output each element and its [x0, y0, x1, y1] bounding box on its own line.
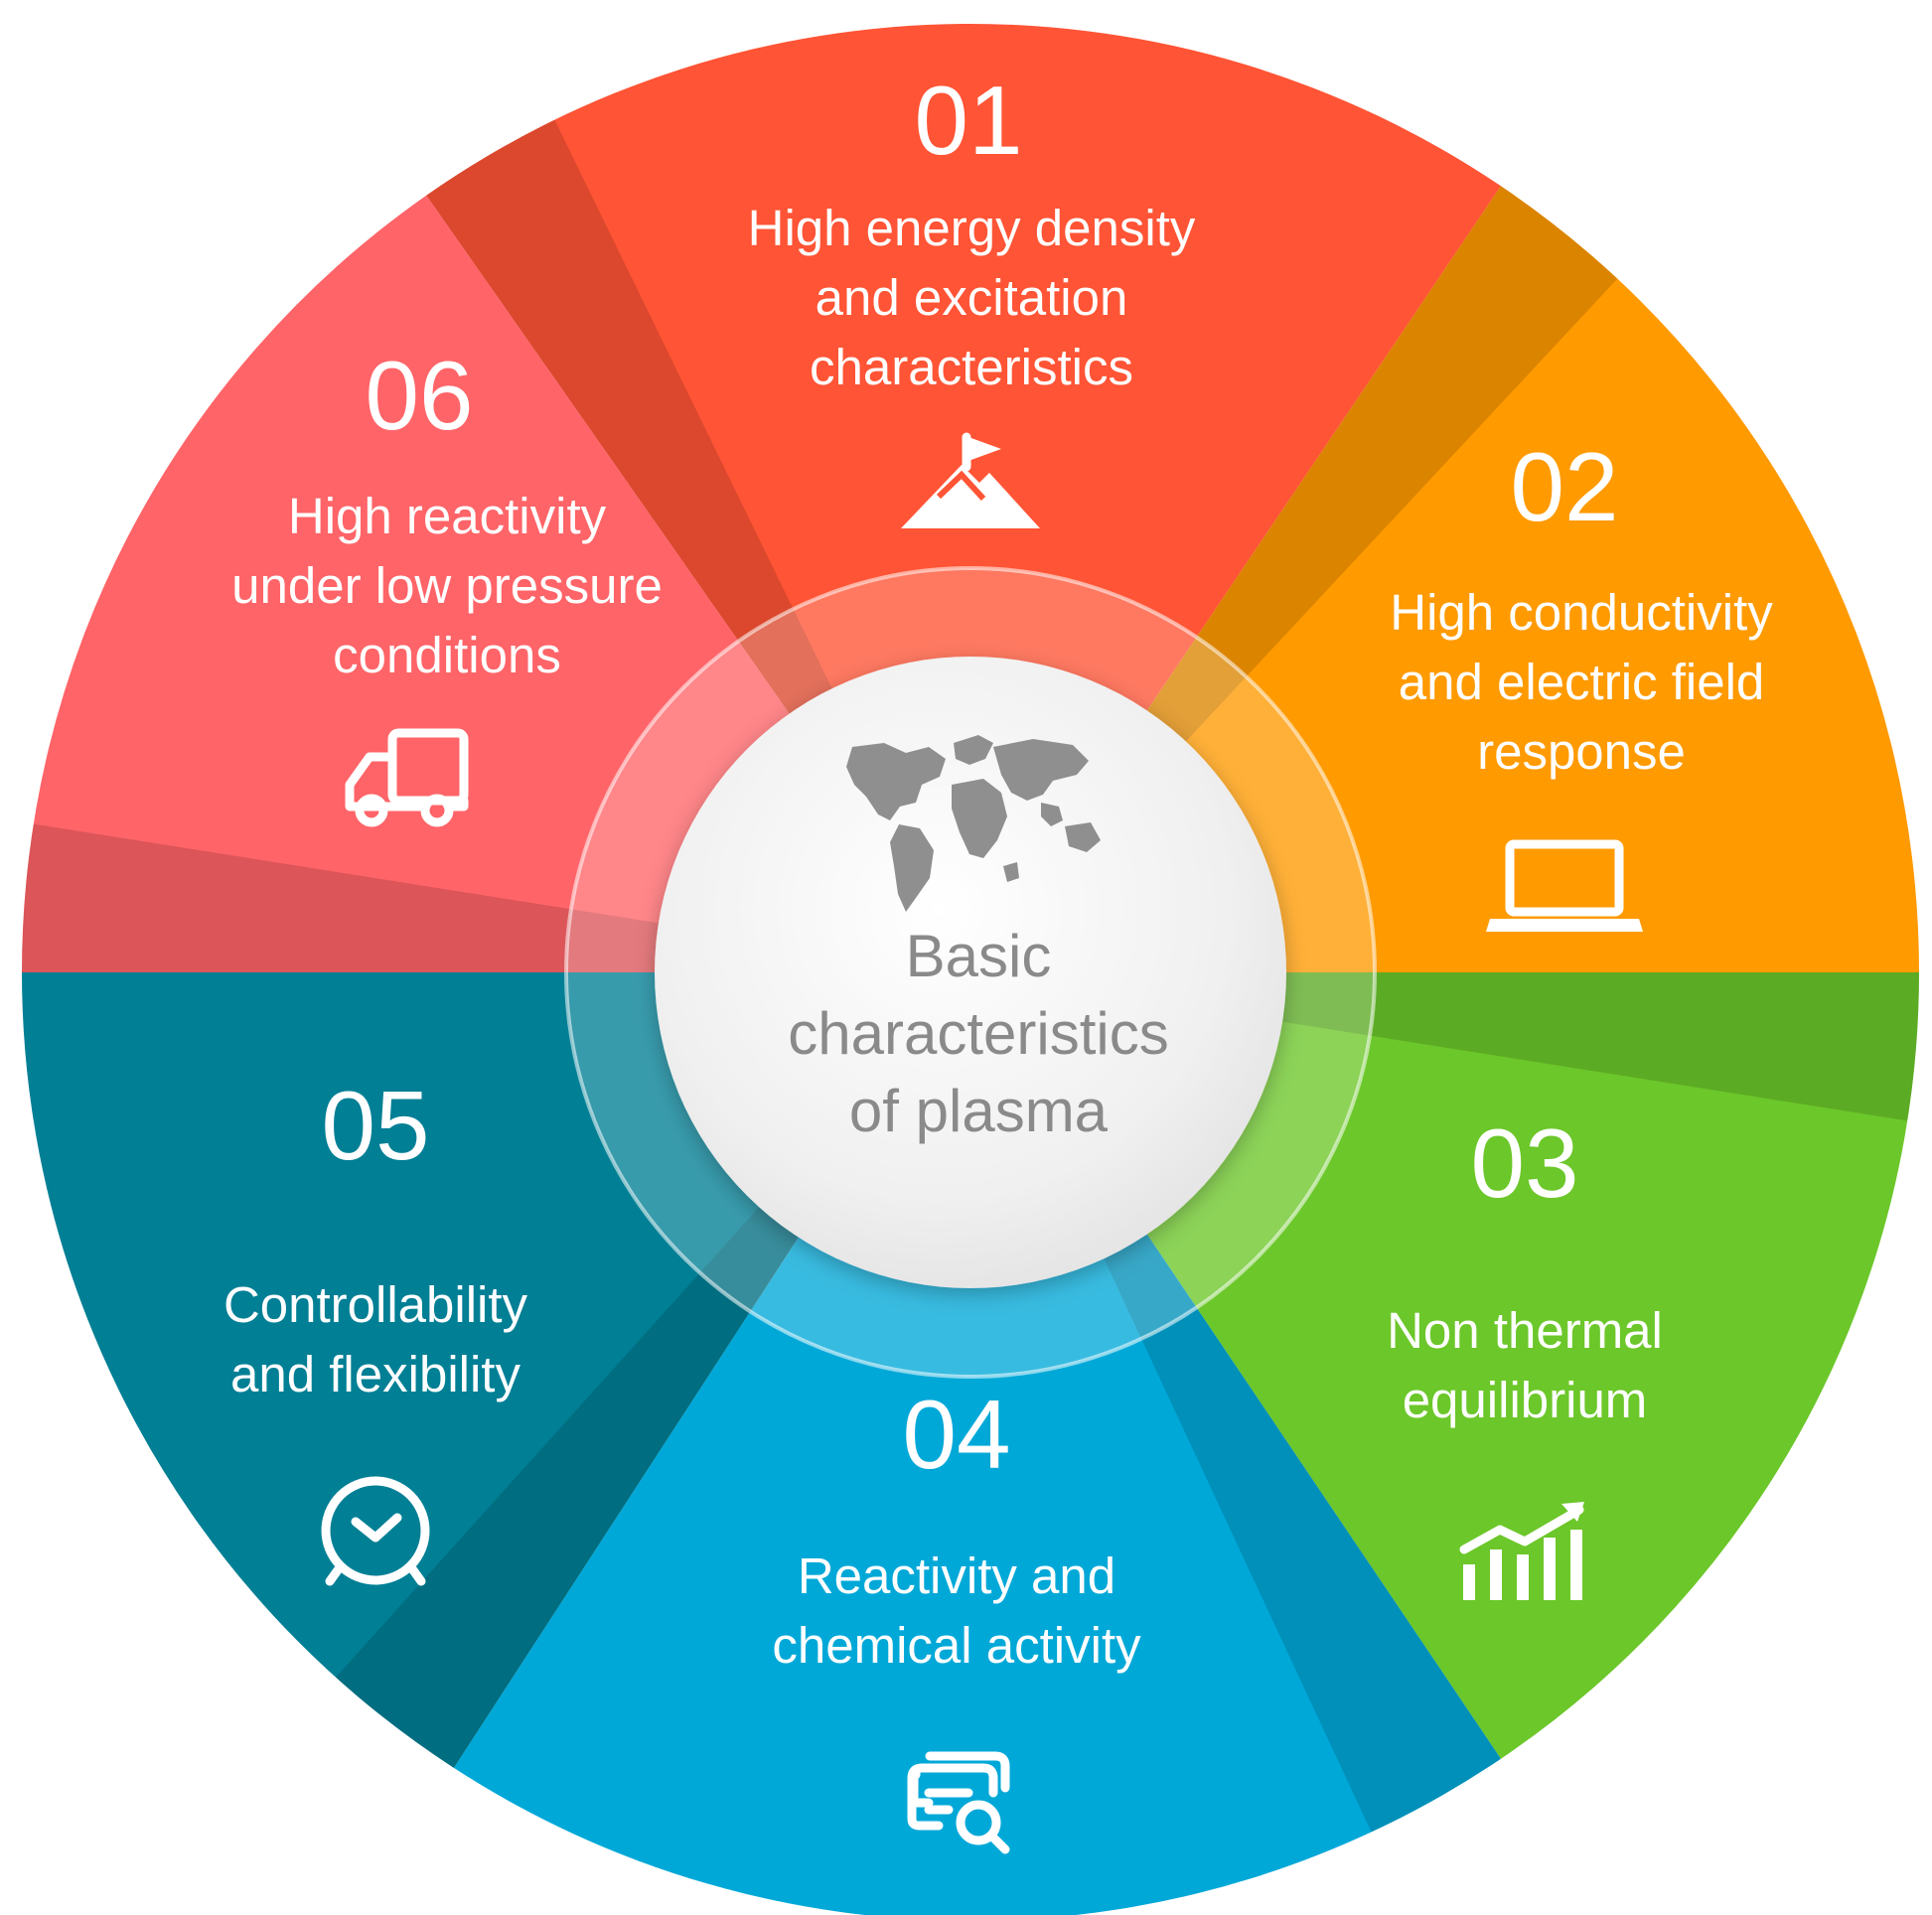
center-title-line-2: characteristics: [788, 1000, 1168, 1067]
alarm-clock-icon: [321, 1476, 430, 1586]
center-disc: [655, 657, 1286, 1288]
segment-06-line-1: High reactivity: [288, 488, 607, 544]
segment-03-line-1: Non thermal: [1387, 1302, 1663, 1359]
segment-05-number: 05: [321, 1071, 429, 1180]
segment-02-line-1: High conductivity: [1390, 584, 1773, 641]
segment-01-line-2: and excitation: [816, 269, 1128, 326]
segment-02-number: 02: [1510, 432, 1618, 541]
segment-06-labels: 06 High reactivity under low pressure co…: [231, 341, 663, 683]
segment-04-labels: 04 Reactivity and chemical activity: [772, 1380, 1141, 1674]
segment-05-line-1: Controllability: [223, 1276, 528, 1333]
segment-01-number: 01: [914, 66, 1022, 175]
segment-01-line-3: characteristics: [810, 339, 1133, 395]
delivery-truck-icon: [345, 728, 469, 827]
center-title-line-1: Basic: [906, 923, 1052, 989]
segment-03-number: 03: [1470, 1108, 1578, 1218]
laptop-icon: [1486, 839, 1643, 932]
segment-01-line-1: High energy density: [748, 200, 1196, 256]
segment-04-line-1: Reactivity and: [798, 1547, 1115, 1604]
center-title: Basic characteristics of plasma: [788, 923, 1168, 1144]
segment-04-number: 04: [902, 1380, 1010, 1489]
bar-chart-trend-icon: [1459, 1502, 1584, 1600]
mountain-flag-icon: [901, 432, 1040, 528]
center-title-line-3: of plasma: [849, 1078, 1109, 1144]
segment-05-line-2: and flexibility: [230, 1346, 520, 1402]
segment-05-labels: 05 Controllability and flexibility: [223, 1071, 528, 1402]
segment-06-line-3: conditions: [333, 627, 561, 683]
segment-06-number: 06: [365, 341, 473, 450]
segment-02-labels: 02 High conductivity and electric field …: [1390, 432, 1773, 780]
segment-01-labels: 01 High energy density and excitation ch…: [748, 66, 1196, 395]
segment-06-line-2: under low pressure: [231, 557, 663, 614]
segment-03-labels: 03 Non thermal equilibrium: [1387, 1108, 1663, 1428]
segment-04-line-2: chemical activity: [772, 1617, 1141, 1674]
segment-02-line-2: and electric field: [1399, 654, 1765, 710]
segment-02-line-3: response: [1477, 723, 1686, 780]
world-map-icon: [846, 735, 1101, 912]
segment-03-line-2: equilibrium: [1403, 1372, 1648, 1428]
segment-04: [453, 972, 1501, 1915]
document-search-icon: [907, 1751, 1010, 1854]
